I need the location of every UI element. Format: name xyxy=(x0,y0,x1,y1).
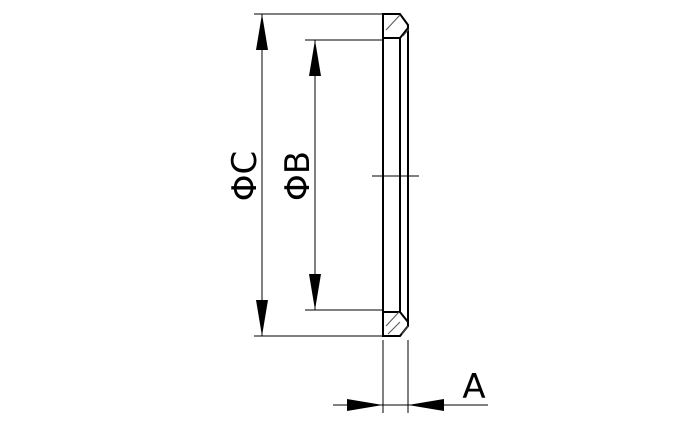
arrow-right-icon xyxy=(347,399,383,411)
arrow-up-icon xyxy=(309,40,321,76)
arrow-down-icon xyxy=(256,300,268,336)
dimension-label-a: A xyxy=(462,367,485,407)
arrow-left-icon xyxy=(408,399,444,411)
dimension-c: ΦC xyxy=(225,13,383,337)
dimension-label-c: ΦC xyxy=(225,151,265,202)
arrow-up-icon xyxy=(256,14,268,50)
dimension-a: A xyxy=(333,340,488,413)
part-profile xyxy=(382,13,410,337)
dimension-label-b: ΦB xyxy=(278,151,318,201)
arrow-down-icon xyxy=(309,274,321,310)
dimension-b: ΦB xyxy=(278,39,383,311)
